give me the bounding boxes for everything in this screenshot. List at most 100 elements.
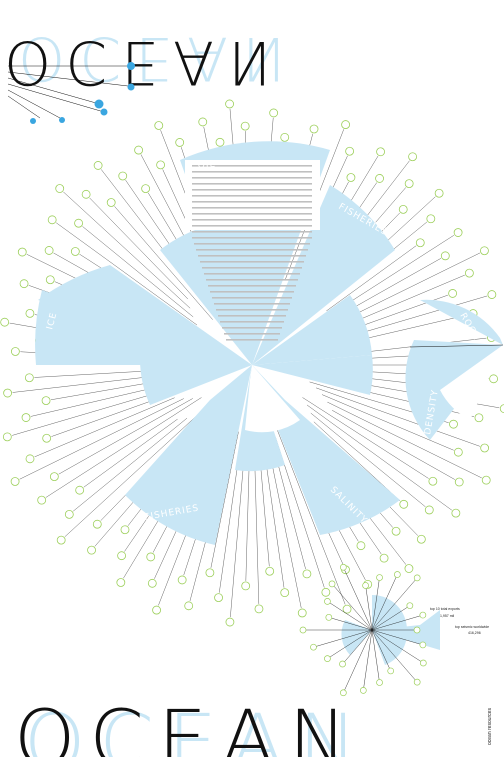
spoke-ring — [92, 519, 102, 529]
spoke-ring — [106, 198, 116, 207]
mini-spoke — [327, 601, 373, 631]
title-top-text: OCEAN — [4, 27, 287, 97]
mini-spoke — [371, 629, 380, 683]
spoke-ring — [184, 601, 194, 611]
wedge-ice-2 — [35, 290, 253, 365]
spoke-ring — [342, 604, 352, 614]
mini-ring — [376, 679, 383, 686]
spoke-ring — [81, 189, 91, 199]
mini-spoke — [331, 583, 373, 631]
mini-ring — [387, 667, 395, 675]
key-dot — [127, 62, 135, 70]
spoke-ring — [21, 413, 31, 422]
spoke-ring — [254, 604, 264, 614]
spoke-ring — [399, 499, 409, 509]
spoke-ring — [10, 347, 20, 356]
spoke-ring — [280, 132, 290, 142]
mini-ring — [339, 660, 346, 668]
spoke-ring — [64, 509, 74, 519]
text-line — [192, 195, 312, 197]
mini-ring — [310, 643, 317, 651]
spoke-ring — [55, 184, 65, 193]
spoke-ring — [215, 137, 225, 147]
spoke-ring — [416, 534, 426, 544]
mini-ring — [324, 597, 331, 605]
spoke-ring — [70, 247, 80, 256]
spoke-ring — [47, 215, 57, 225]
spoke-ring — [17, 247, 27, 257]
wedge-fisheries-bottom — [125, 365, 252, 545]
text-line — [192, 207, 312, 209]
mini-spoke — [371, 577, 418, 631]
key-dot — [100, 108, 108, 116]
spoke-ring — [241, 581, 251, 591]
title-top-shadow: OCEAN — [18, 23, 301, 93]
text-line — [218, 315, 286, 317]
wedge-upper-left — [160, 225, 252, 365]
wedge-ice — [38, 265, 252, 365]
title-bottom: OCEAN OCEAN — [14, 695, 357, 757]
spoke-ring — [75, 485, 85, 495]
top-left-dots — [30, 62, 135, 124]
spoke-ring — [487, 290, 497, 299]
spoke-ring — [41, 396, 51, 406]
text-line — [224, 333, 280, 335]
spoke-ring — [240, 121, 250, 131]
spoke-ring — [480, 246, 489, 256]
mini-ring — [362, 582, 369, 589]
text-line — [192, 231, 312, 233]
spoke-ring — [214, 593, 223, 603]
mini-spoke — [371, 629, 424, 664]
mini-ring — [325, 613, 333, 621]
spoke-ring — [453, 228, 463, 237]
text-line — [192, 177, 312, 179]
wedge-fisheries-top — [252, 185, 395, 365]
text-line — [204, 273, 300, 275]
spoke-ring — [453, 447, 463, 457]
spoke-ring — [379, 553, 389, 563]
mini-spoke — [343, 629, 373, 693]
mini-ring — [413, 574, 421, 582]
text-line — [192, 189, 312, 191]
spoke-ring — [225, 617, 235, 627]
spoke-ring — [341, 120, 351, 129]
spoke-ring — [134, 145, 143, 155]
spoke-ring — [346, 173, 356, 182]
spoke-ring — [3, 388, 13, 398]
spoke-ring — [404, 564, 414, 573]
spoke-line — [64, 416, 197, 537]
mini-ring — [299, 626, 307, 634]
spoke-ring — [225, 99, 234, 109]
spoke-ring — [147, 578, 157, 588]
spoke-ring — [19, 279, 29, 289]
spoke-ring — [74, 218, 83, 228]
spoke-line — [89, 197, 189, 300]
text-line — [192, 165, 312, 167]
spoke-ring — [451, 508, 461, 518]
text-line — [216, 309, 288, 311]
text-line — [192, 213, 312, 215]
spoke-ring — [118, 171, 128, 181]
text-line — [192, 171, 312, 173]
spoke-line — [315, 387, 480, 447]
spoke-ring — [489, 374, 499, 384]
spoke-ring — [56, 535, 66, 545]
mini-ring — [328, 580, 336, 588]
spoke-line — [51, 395, 166, 437]
key-dot — [94, 99, 104, 109]
spoke-ring — [428, 476, 438, 486]
spoke-line — [332, 410, 455, 480]
legend-top-label: top 10 total exports — [430, 607, 460, 611]
spoke-ring — [448, 289, 458, 298]
spoke-ring — [426, 214, 436, 224]
spoke-ring — [376, 147, 385, 157]
spoke-ring — [198, 117, 208, 127]
spoke-ring — [480, 443, 490, 453]
spoke-ring — [93, 161, 103, 170]
spoke-ring — [297, 608, 307, 618]
mini-ring — [419, 641, 427, 649]
spoke-ring — [177, 575, 187, 585]
spoke-ring — [146, 552, 156, 562]
spoke-line — [56, 222, 198, 326]
label-ice: ICE — [45, 311, 59, 331]
